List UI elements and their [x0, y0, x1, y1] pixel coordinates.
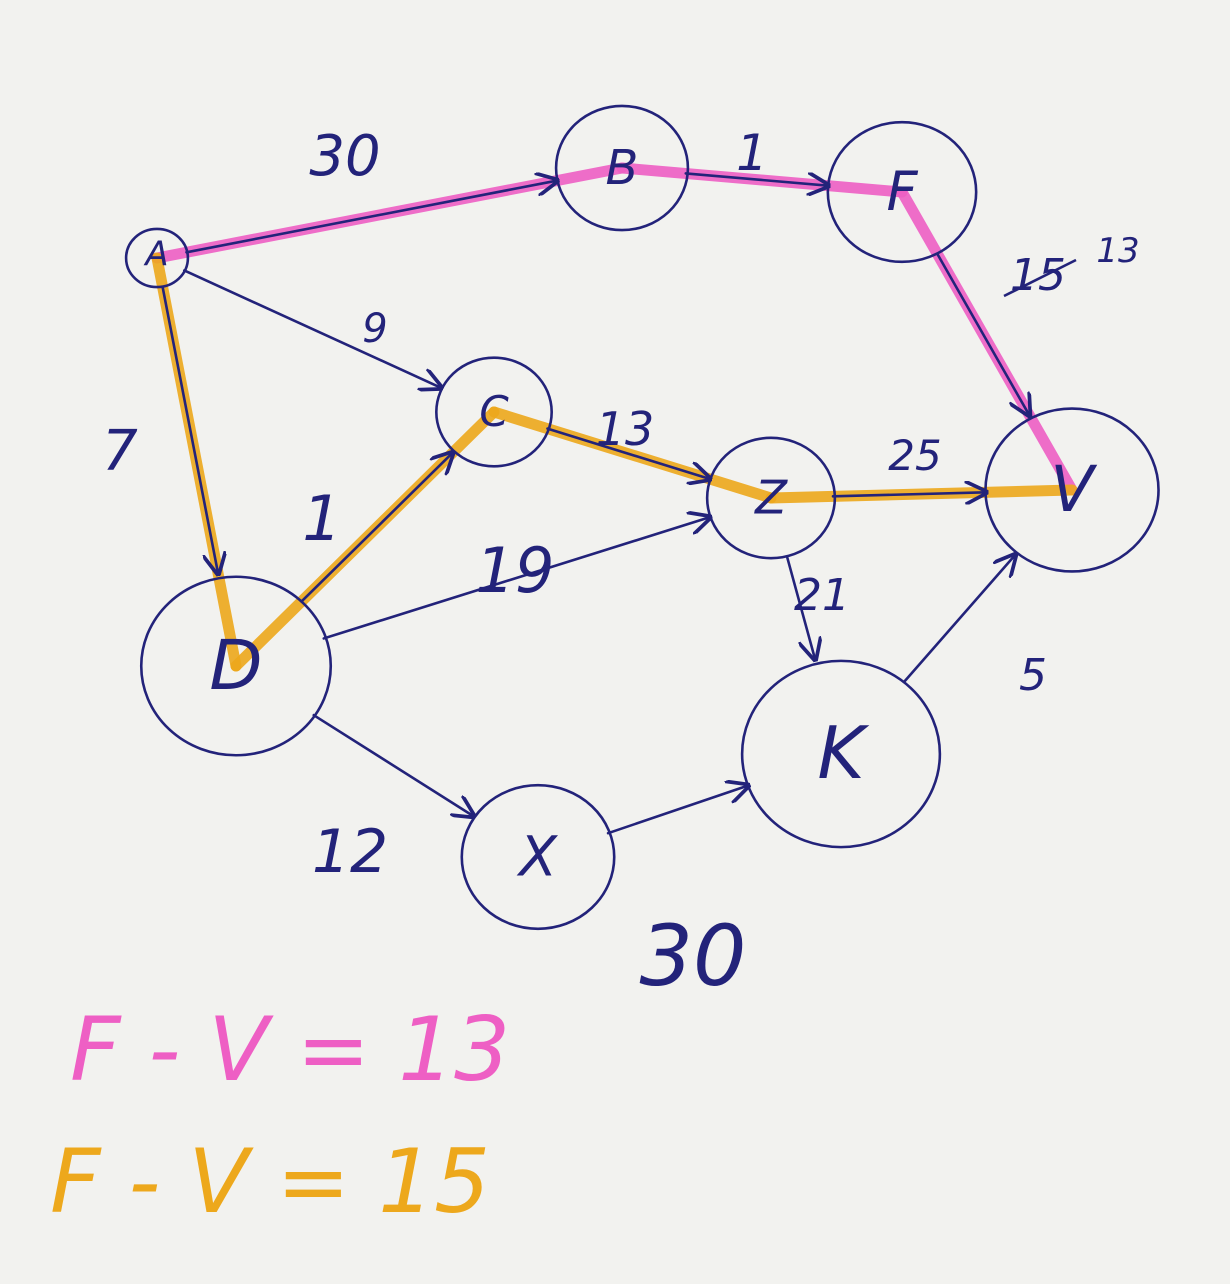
note-layer: F - V = 13 F - V = 15: [50, 998, 510, 1233]
node-circle: [826, 120, 978, 264]
node-Z: Z: [705, 436, 837, 560]
node-V: V: [984, 407, 1160, 573]
node-label: D: [209, 626, 262, 706]
node-circle: [705, 436, 837, 560]
node-F: F: [826, 120, 978, 264]
edge-A-B: [185, 181, 557, 254]
edge-label-K-V: 5: [1019, 650, 1047, 701]
node-A: A: [124, 227, 190, 289]
node-C: C: [435, 356, 553, 468]
edge-corrected-label-F-V: 13: [1096, 231, 1139, 271]
node-label: K: [817, 711, 869, 795]
edge-label-X-K: 30: [640, 907, 747, 1005]
node-layer: A B F C Z V D K X: [124, 104, 1160, 931]
node-label: X: [516, 825, 559, 890]
edge-label-F-V: 15: [1010, 250, 1066, 301]
edge-K-V: [902, 555, 1015, 684]
edge-layer: [161, 172, 1030, 835]
node-label: A: [143, 235, 168, 275]
node-circle: [740, 659, 942, 849]
node-circle: [554, 104, 690, 232]
edge-label-D-Z: 19: [476, 534, 555, 607]
edge-Z-V: [831, 492, 986, 496]
node-circle: [984, 407, 1160, 573]
edge-label-A-C: 9: [362, 306, 387, 352]
node-D: D: [139, 575, 333, 757]
edge-C-Z: [546, 427, 709, 479]
node-K: K: [740, 659, 942, 849]
edge-label-B-F: 1: [736, 124, 768, 182]
node-label: F: [886, 160, 918, 223]
edge-label-layer: 30 1 15 13 9 7 1 13 25 19 21 5 12 30: [102, 124, 1139, 1005]
node-label: B: [606, 140, 639, 196]
node-circle: [124, 227, 190, 289]
edge-label-Z-V: 25: [888, 431, 941, 480]
edge-label-A-D: 7: [102, 419, 138, 484]
node-circle: [435, 356, 553, 468]
edge-B-F: [684, 172, 829, 185]
node-label: Z: [753, 471, 788, 525]
node-X: X: [460, 783, 616, 931]
node-circle: [460, 783, 616, 931]
edge-label-D-C: 1: [302, 482, 341, 555]
node-circle: [139, 575, 333, 757]
node-B: B: [554, 104, 690, 232]
node-label: V: [1050, 453, 1097, 526]
node-label: C: [479, 387, 509, 436]
edge-D-Z: [322, 517, 710, 640]
orange-note: F - V = 15: [50, 1130, 490, 1233]
edge-A-D: [161, 286, 218, 573]
edge-label-D-X: 12: [312, 817, 388, 887]
edge-label-Z-K: 21: [794, 570, 850, 621]
edge-label-C-Z: 13: [596, 402, 655, 456]
edge-D-X: [312, 713, 474, 816]
edge-F-V: [936, 253, 1030, 416]
edge-label-A-B: 30: [309, 124, 380, 189]
edge-Z-K: [786, 556, 815, 660]
edge-X-K: [606, 786, 748, 835]
strike-mark: [1003, 258, 1077, 298]
pink-note: F - V = 13: [70, 998, 510, 1101]
edge-D-C: [300, 453, 453, 603]
edge-A-C: [182, 269, 441, 387]
